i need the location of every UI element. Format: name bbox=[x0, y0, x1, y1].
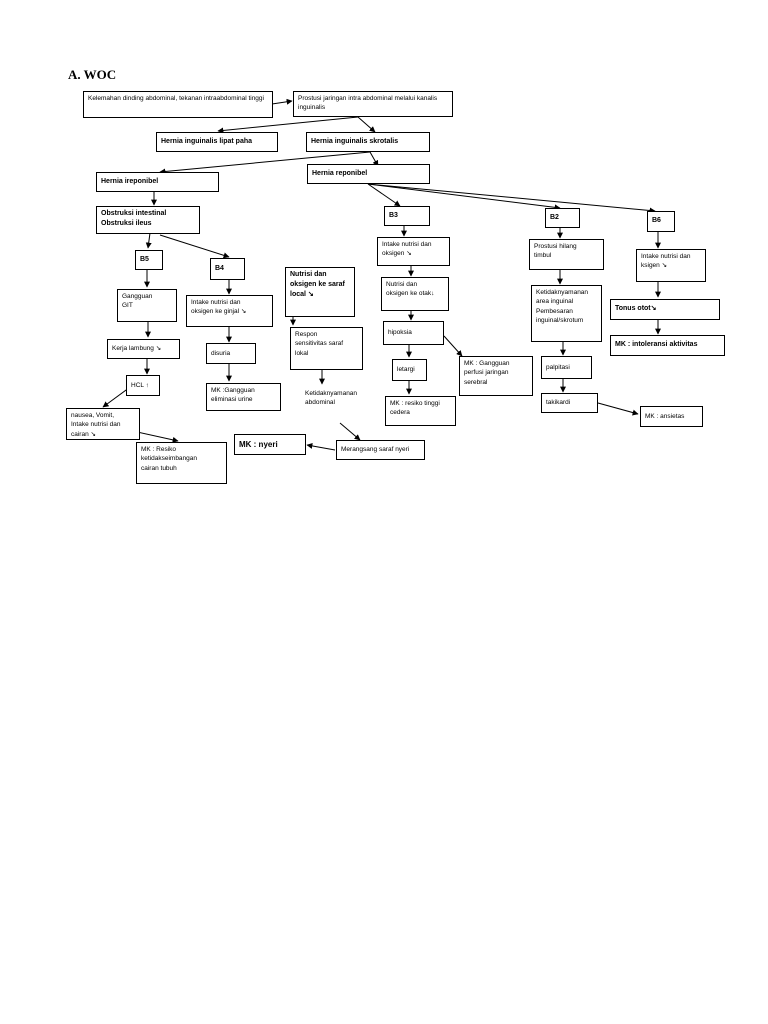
node-prostusi-jaringan: Prostusi jaringan intra abdominal melalu… bbox=[293, 91, 453, 117]
node-hernia-skrotalis: Hernia inguinalis skrotalis bbox=[306, 132, 430, 152]
node-b4: B4 bbox=[210, 258, 245, 280]
node-mk-perfusi-serebral: MK : Gangguan perfusi jaringan serebral bbox=[459, 356, 533, 396]
node-respon-sensitivitas: Respon sensitivitas saraf lokal bbox=[290, 327, 363, 370]
node-hernia-reponibel: Hernia reponibel bbox=[307, 164, 430, 184]
node-nutrisi-otak: Nutrisi dan oksigen ke otak↓ bbox=[381, 277, 449, 311]
node-letargi: letargi bbox=[392, 359, 427, 381]
node-hcl: HCL ↑ bbox=[126, 375, 160, 396]
node-b2: B2 bbox=[545, 208, 580, 228]
node-mk-nyeri: MK : nyeri bbox=[234, 434, 306, 455]
node-intake-oksigen-b3: Intake nutrisi dan oksigen ↘ bbox=[377, 237, 450, 266]
node-mk-intoleransi-aktivitas: MK : intoleransi aktivitas bbox=[610, 335, 725, 356]
node-ketidaknyamanan-abdominal: Ketidaknyamanan abdominal bbox=[305, 390, 358, 407]
node-mk-ansietas: MK : ansietas bbox=[640, 406, 703, 427]
node-b3: B3 bbox=[384, 206, 430, 226]
node-mk-resiko-cedera: MK : resiko tinggi cedera bbox=[385, 396, 456, 426]
node-intake-ginjal: Intake nutrisi dan oksigen ke ginjal ↘ bbox=[186, 295, 273, 327]
node-ketidaknyamanan-inguinal: Ketidaknyamanan area inguinal Pembesaran… bbox=[531, 285, 602, 342]
node-nutrisi-saraf: Nutrisi dan oksigen ke saraf local ↘ bbox=[285, 267, 355, 317]
node-kerja-lambung: Kerja lambung ↘ bbox=[107, 339, 180, 359]
node-hernia-lipat-paha: Hernia inguinalis lipat paha bbox=[156, 132, 278, 152]
node-nausea-vomit: nausea, Vomit, Intake nutrisi dan cairan… bbox=[66, 408, 140, 440]
node-b6: B6 bbox=[647, 211, 675, 232]
node-obstruksi: Obstruksi intestinal Obstruksi ileus bbox=[96, 206, 200, 234]
node-tonus-otot: Tonus otot↘ bbox=[610, 299, 720, 320]
node-takikardi: takikardi bbox=[541, 393, 598, 413]
node-merangsang-saraf: Merangsang saraf nyeri bbox=[336, 440, 425, 460]
node-hipoksia: hipoksia bbox=[383, 321, 444, 345]
node-intake-ksigen-b6: Intake nutrisi dan ksigen ↘ bbox=[636, 249, 706, 282]
node-gangguan-git: Gangguan GIT bbox=[117, 289, 177, 322]
node-disuria: disuria bbox=[206, 343, 256, 364]
node-palpitasi: palpitasi bbox=[541, 356, 592, 379]
section-heading: A. WOC bbox=[68, 67, 117, 82]
node-b5: B5 bbox=[135, 250, 163, 270]
node-prostusi-hilang-timbul: Prostusi hilang timbul bbox=[529, 239, 604, 270]
node-kelemahan-dinding: Kelemahan dinding abdominal, tekanan int… bbox=[83, 91, 273, 118]
node-mk-eliminasi-urine: MK :Gangguan eliminasi urine bbox=[206, 383, 281, 411]
node-mk-resiko-cairan: MK : Resiko ketidakseimbangan cairan tub… bbox=[136, 442, 227, 484]
node-hernia-ireponibel: Hernia ireponibel bbox=[96, 172, 219, 192]
